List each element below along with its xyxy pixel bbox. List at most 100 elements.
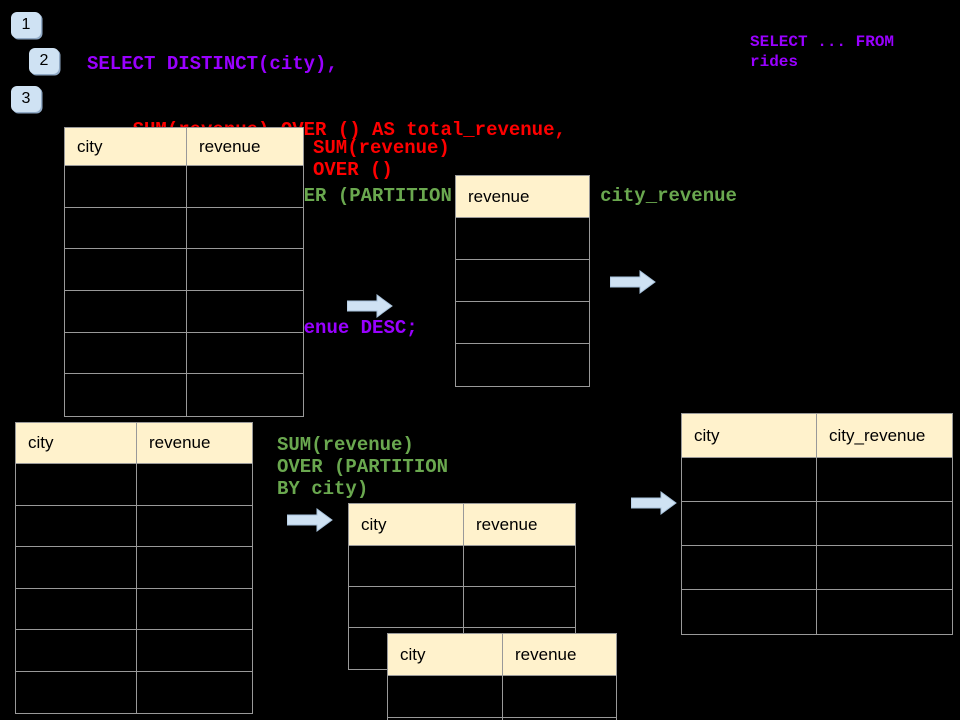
table-row <box>682 458 952 502</box>
table-cell <box>65 249 187 292</box>
table-cell <box>464 546 575 587</box>
table-cell <box>817 546 952 590</box>
table-row <box>349 587 575 628</box>
column-header: revenue <box>137 423 252 464</box>
code-line-select: SELECT DISTINCT(city), <box>87 53 338 75</box>
step-badge-1: 1 <box>11 12 41 38</box>
table-cell <box>137 630 252 672</box>
column-header: revenue <box>187 128 303 166</box>
step-badge-3-label: 3 <box>21 90 31 107</box>
table-cell <box>187 333 303 375</box>
table-row <box>16 547 252 589</box>
table-cell <box>187 166 303 208</box>
table-cell <box>682 502 817 546</box>
table-row <box>16 505 252 547</box>
table-cell <box>137 672 252 714</box>
column-header: city <box>682 414 817 458</box>
table-cell <box>137 547 252 589</box>
table-cell <box>682 458 817 502</box>
column-header: city <box>349 504 464 546</box>
table-row <box>682 590 952 634</box>
column-header: city <box>388 634 503 676</box>
column-header: city <box>65 128 187 166</box>
arrow-right-icon <box>287 508 333 532</box>
table-cell <box>456 260 589 302</box>
table-row <box>456 344 589 386</box>
arrow-right-icon <box>631 491 677 515</box>
table-row <box>456 302 589 344</box>
table-cell <box>817 458 952 502</box>
table-cell <box>456 344 589 386</box>
table-cell <box>137 589 252 630</box>
step-badge-1-label: 1 <box>21 16 31 33</box>
table-cell <box>65 374 187 417</box>
table-cell <box>16 547 137 589</box>
table-row <box>65 249 303 292</box>
table-cell <box>817 502 952 546</box>
column-header: revenue <box>456 176 589 218</box>
table-row <box>682 546 952 590</box>
table-row <box>16 671 252 714</box>
table-cell <box>349 546 464 587</box>
table-cell <box>65 332 187 375</box>
table-cell <box>456 302 589 344</box>
table-cell <box>503 676 616 718</box>
table-cell <box>187 291 303 333</box>
table-cell <box>187 208 303 250</box>
table-cell <box>682 590 817 634</box>
table-row <box>65 291 303 333</box>
table-cell <box>456 218 589 260</box>
table-total-result: revenue <box>455 175 590 387</box>
table-cell <box>187 249 303 292</box>
step-badge-2-label: 2 <box>39 52 49 69</box>
column-header: revenue <box>464 504 575 546</box>
table-cell <box>682 546 817 590</box>
table-row <box>456 218 589 260</box>
table-row <box>456 260 589 302</box>
table-row <box>349 546 575 587</box>
table-row <box>682 502 952 546</box>
column-header: city <box>16 423 137 464</box>
partition-label: SUM(revenue) OVER (PARTITION BY city) <box>277 434 449 500</box>
column-header: revenue <box>503 634 616 676</box>
table-row <box>16 464 252 506</box>
side-note: SELECT ... FROM rides <box>750 33 895 71</box>
table-header-row: revenue <box>456 176 589 218</box>
table-cell <box>16 505 137 547</box>
total-revenue-label: SUM(revenue) OVER () <box>313 137 450 181</box>
step-badge-2: 2 <box>29 48 59 74</box>
table-cell <box>388 676 503 718</box>
table-cell <box>137 464 252 506</box>
table-cell <box>65 291 187 333</box>
step-badge-3: 3 <box>11 86 41 112</box>
table-cell <box>187 374 303 416</box>
table-row <box>65 166 303 208</box>
table-row <box>65 374 303 417</box>
table-cell <box>65 207 187 250</box>
table-cell <box>16 464 137 506</box>
arrow-right-icon <box>610 270 656 294</box>
table-cell <box>137 506 252 547</box>
table-cell <box>16 630 137 672</box>
table-cell <box>16 671 137 713</box>
table-cell <box>16 588 137 630</box>
table-cell <box>65 166 187 208</box>
table-cell <box>817 590 952 634</box>
table-row <box>16 588 252 630</box>
table-row <box>388 718 616 720</box>
table-row <box>65 207 303 250</box>
arrow-right-icon <box>347 294 393 318</box>
table-cell <box>464 587 575 628</box>
table-row <box>65 332 303 375</box>
table-row <box>388 676 616 718</box>
